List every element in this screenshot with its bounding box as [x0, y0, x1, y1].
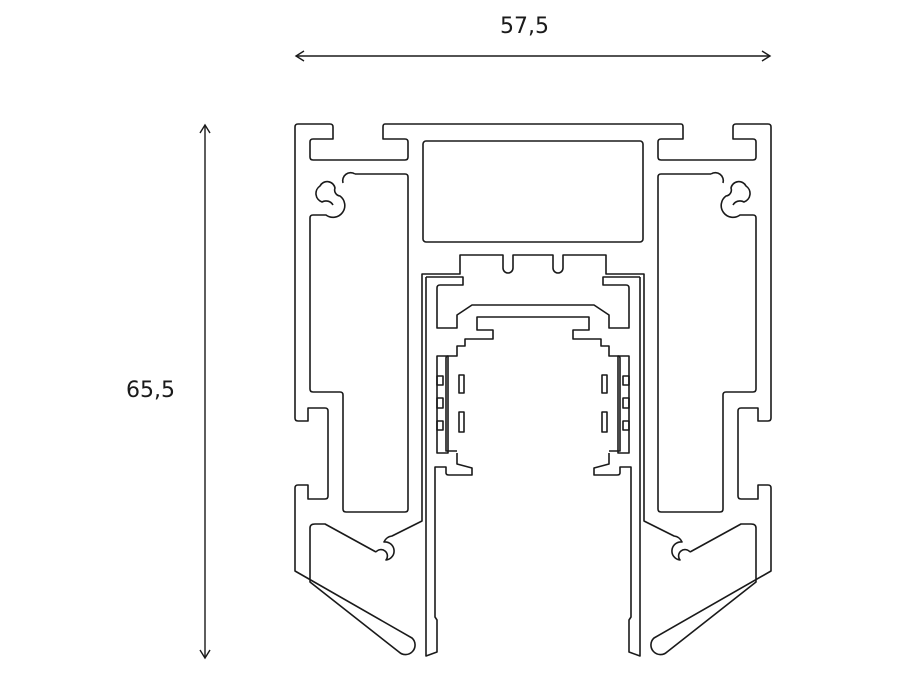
- top-center-chamber: [422, 140, 644, 243]
- connector-slots: [436, 355, 465, 454]
- width-dimension-line: [294, 50, 772, 62]
- height-dimension-label: 65,5: [126, 378, 175, 403]
- height-dimension-line: [199, 123, 211, 660]
- profile-left-half: [294, 123, 533, 657]
- width-dimension-label: 57,5: [500, 14, 549, 39]
- profile-right-half: [532, 123, 772, 657]
